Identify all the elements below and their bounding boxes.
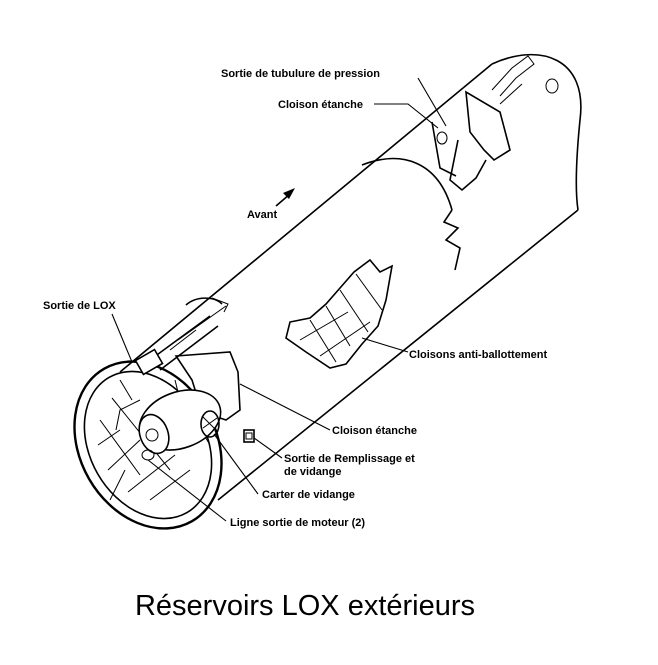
leader-lines <box>111 77 447 522</box>
anti-slosh-baffles <box>285 258 394 369</box>
label-drain-sump: Carter de vidange <box>262 489 355 501</box>
label-anti-slosh: Cloisons anti-ballottement <box>409 349 547 361</box>
front-internals <box>115 305 255 461</box>
label-fill-drain-line1: Sortie de Remplissage et <box>284 453 415 465</box>
label-fill-drain-line2: de vidange <box>284 466 341 478</box>
label-bulkhead-top: Cloison étanche <box>278 99 363 111</box>
label-pressure-outlet: Sortie de tubulure de pression <box>221 68 380 80</box>
rear-bulkhead-fitting <box>431 55 535 192</box>
tank-body <box>73 53 582 530</box>
diagram-title: Réservoirs LOX extérieurs <box>134 590 476 622</box>
label-lox-outlet: Sortie de LOX <box>43 300 116 312</box>
label-bulkhead-bottom: Cloison étanche <box>332 425 417 437</box>
forward-arrow <box>275 188 295 207</box>
label-engine-line: Ligne sortie de moteur (2) <box>230 517 365 529</box>
label-forward: Avant <box>247 209 277 221</box>
